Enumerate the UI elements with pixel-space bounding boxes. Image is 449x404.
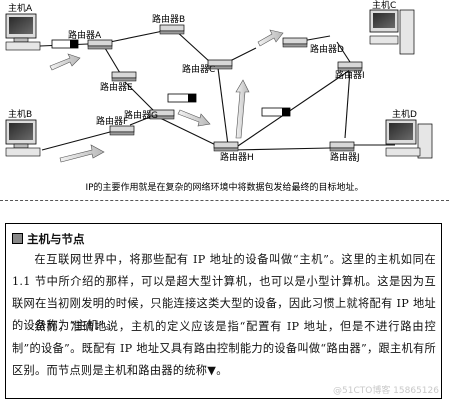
square-bullet-icon [12,233,23,244]
section-divider [0,200,449,201]
note-title-text: 主机与节点 [27,232,85,246]
note-title: 主机与节点 [12,231,85,247]
label-host-d: 主机D [392,108,417,120]
network-diagram: 主机A 主机B 主机C 主机D 路由器A 路由器B 路由器C 路由器D 路由器E… [5,0,433,163]
label-host-c: 主机C [372,0,396,11]
data-packets [51,39,291,117]
note-box [5,223,442,399]
host-a-icon [5,13,41,51]
label-router-i: 路由器I [335,69,365,81]
host-b-icon [5,119,41,157]
router-d-icon [282,37,308,48]
packet-flow-arrows [49,29,284,163]
note-paragraph-2: 然而，准确地说，主机的定义应该是指“配置有 IP 地址，但是不进行路由控制”的设… [12,320,436,377]
router-i-icon [337,61,363,72]
label-router-j: 路由器J [330,151,360,163]
router-j-icon [329,141,355,152]
label-router-f: 路由器F [96,115,128,127]
router-e-icon [111,71,137,82]
label-router-g: 路由器G [124,109,158,121]
host-c-icon [369,9,415,55]
watermark: @51CTO博客 15865126 [333,386,439,396]
diagram-caption: IP的主要作用就是在复杂的网络环境中将数据包发给最终的目标地址。 [85,183,364,193]
host-d-icon [385,119,433,159]
router-f-icon [109,125,135,136]
routers [87,24,363,152]
label-host-a: 主机A [8,2,33,14]
label-router-a: 路由器A [68,29,102,41]
router-c-icon [207,59,233,70]
label-router-c: 路由器C [182,63,215,75]
router-g-icon [149,109,175,120]
router-a-icon [87,39,113,50]
label-router-b: 路由器B [152,13,185,25]
router-h-icon [213,141,239,152]
label-router-h: 路由器H [220,151,254,163]
router-b-icon [159,24,185,35]
label-host-b: 主机B [8,108,32,120]
label-router-e: 路由器E [100,81,133,93]
note-paragraph-1: 在互联网世界中，将那些配有 IP 地址的设备叫做“主机”。这里的主机如同在 1.… [12,253,436,332]
label-router-d: 路由器D [310,43,344,55]
